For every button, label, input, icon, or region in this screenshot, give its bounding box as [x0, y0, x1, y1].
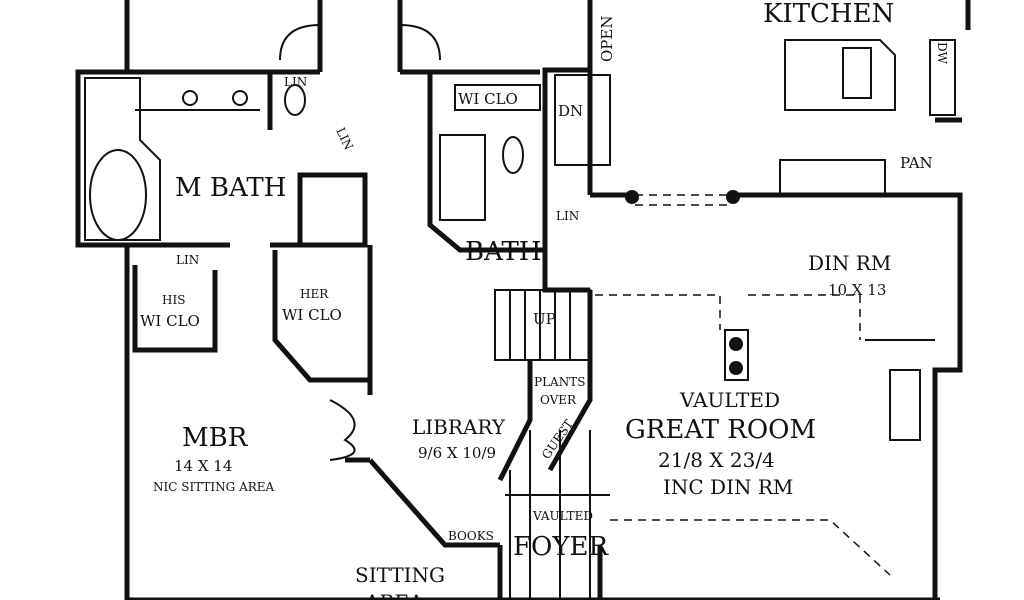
label-sitting: SITTING — [355, 563, 445, 587]
walls — [75, 0, 971, 600]
label-dining-room-size: 10 X 13 — [828, 281, 886, 299]
label-linen-hall: LIN — [333, 125, 356, 152]
label-her-wi-clo: WI CLO — [282, 306, 342, 324]
label-bath: BATH — [465, 237, 541, 267]
label-master-bath: M BATH — [175, 173, 286, 203]
label-his-wi-clo: WI CLO — [140, 312, 200, 330]
label-library-size: 9/6 X 10/9 — [418, 444, 496, 462]
label-linen-bath: LIN — [556, 209, 579, 223]
label-open: OPEN — [598, 16, 616, 62]
label-library: LIBRARY — [412, 415, 506, 439]
label-great-room: GREAT ROOM — [625, 415, 816, 445]
label-great-room-size: 21/8 X 23/4 — [658, 448, 775, 472]
room-labels: KITCHEN OPEN WI CLO DN DW PAN LIN LIN LI… — [140, 0, 949, 600]
label-pantry: PAN — [900, 154, 933, 172]
label-his: HIS — [162, 293, 185, 307]
label-kitchen: KITCHEN — [763, 0, 894, 29]
label-dishwasher: DW — [935, 42, 949, 65]
label-wi-clo-top: WI CLO — [458, 90, 518, 108]
label-dining-room: DIN RM — [808, 251, 891, 275]
label-foyer-vaulted: VAULTED — [532, 509, 593, 523]
label-foyer: FOYER — [513, 532, 609, 562]
label-area: AREA — [364, 590, 424, 600]
label-over: OVER — [540, 393, 577, 407]
label-master-bedroom-note: NIC SITTING AREA — [153, 480, 275, 494]
label-her: HER — [300, 287, 329, 301]
label-plants: PLANTS — [534, 375, 585, 389]
label-master-bedroom-size: 14 X 14 — [174, 457, 232, 475]
label-linen-mbath: LIN — [176, 253, 199, 267]
label-stairs-down: DN — [558, 102, 583, 120]
label-master-bedroom: MBR — [182, 423, 249, 453]
label-linen-top: LIN — [284, 75, 307, 89]
label-stairs-up: UP — [533, 310, 556, 328]
label-great-room-note: INC DIN RM — [663, 475, 793, 499]
label-books: BOOKS — [448, 529, 494, 543]
label-great-room-vaulted: VAULTED — [679, 388, 780, 412]
